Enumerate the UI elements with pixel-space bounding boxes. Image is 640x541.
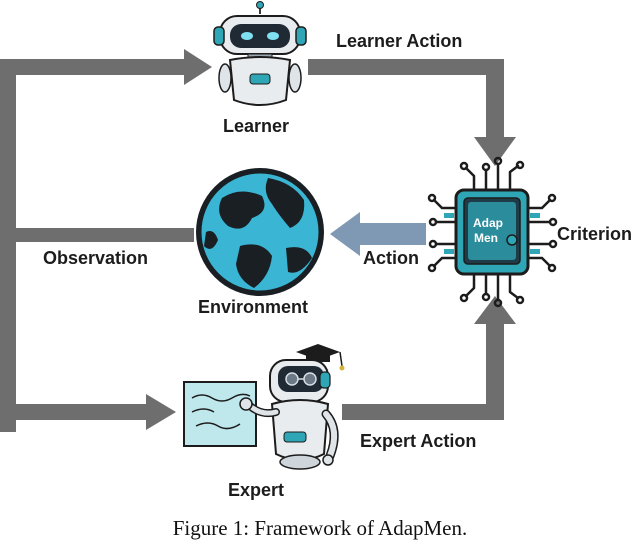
feedback-loop-lines [0, 49, 212, 432]
chip-text-line1: Adap [473, 216, 503, 230]
figure-caption: Figure 1: Framework of AdapMen. [172, 516, 468, 540]
environment-globe-icon [196, 168, 324, 296]
expert-robot-icon [239, 344, 345, 470]
learner-action-label: Learner Action [336, 31, 463, 51]
observation-label: Observation [43, 248, 149, 268]
action-arrow [330, 212, 426, 256]
learner-action-arrow [308, 59, 516, 166]
criterion-label: Criterion [557, 224, 633, 244]
expert-action-arrow [342, 296, 516, 420]
criterion-chip-icon: Adap Men [427, 156, 558, 308]
environment-label: Environment [198, 297, 309, 317]
expert-action-label: Expert Action [360, 431, 477, 451]
action-label: Action [363, 248, 419, 268]
learner-label: Learner [223, 116, 290, 136]
whiteboard-icon [183, 381, 257, 447]
expert-label: Expert [228, 480, 285, 500]
learner-robot-icon [213, 1, 307, 106]
chip-text-line2: Men [474, 231, 498, 245]
